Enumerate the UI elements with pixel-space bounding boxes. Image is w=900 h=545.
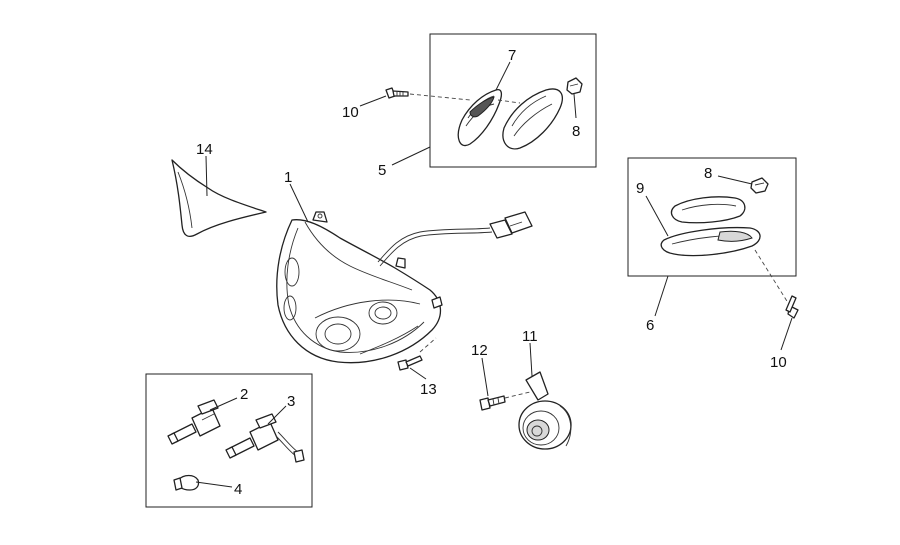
callout-5: 5 xyxy=(378,162,386,179)
part-2-headlight-bulb xyxy=(167,399,221,445)
callout-13: 13 xyxy=(420,381,437,398)
callout-12: 12 xyxy=(471,342,488,359)
callout-10-top: 10 xyxy=(342,104,359,121)
part-8-bulb-top xyxy=(566,77,583,95)
box-front-indicator-group xyxy=(429,33,597,168)
callout-10-right: 10 xyxy=(770,354,787,371)
part-11-horn xyxy=(518,371,572,450)
callout-11: 11 xyxy=(522,328,538,345)
part-10-screw-right xyxy=(785,295,799,319)
part-9-rear-indicator xyxy=(660,196,791,307)
part-7-front-indicator xyxy=(409,88,563,150)
part-1-headlight-assembly xyxy=(276,211,533,364)
callout-8-right: 8 xyxy=(704,165,712,182)
part-4-small-bulb xyxy=(173,474,200,491)
callout-8-top: 8 xyxy=(572,123,580,140)
part-3-bulb-with-wire xyxy=(225,413,305,463)
callout-4: 4 xyxy=(234,481,242,498)
part-12-screw xyxy=(479,391,531,411)
leader-lines xyxy=(195,61,793,488)
callout-3: 3 xyxy=(287,393,295,410)
part-10-screw-top xyxy=(385,87,409,99)
callout-labels: 1 2 3 4 5 6 7 8 8 9 10 10 11 12 13 14 xyxy=(196,47,787,498)
callout-2: 2 xyxy=(240,386,248,403)
part-8-bulb-right xyxy=(750,177,769,194)
callout-6: 6 xyxy=(646,317,654,334)
callout-9: 9 xyxy=(636,180,644,197)
part-13-screw xyxy=(397,337,437,371)
callout-1: 1 xyxy=(284,169,292,186)
callout-7: 7 xyxy=(508,47,516,64)
box-bulb-group xyxy=(145,373,313,508)
box-rear-indicator-group xyxy=(627,157,797,277)
callout-14: 14 xyxy=(196,141,213,158)
part-14-fairing-panel xyxy=(171,159,267,237)
